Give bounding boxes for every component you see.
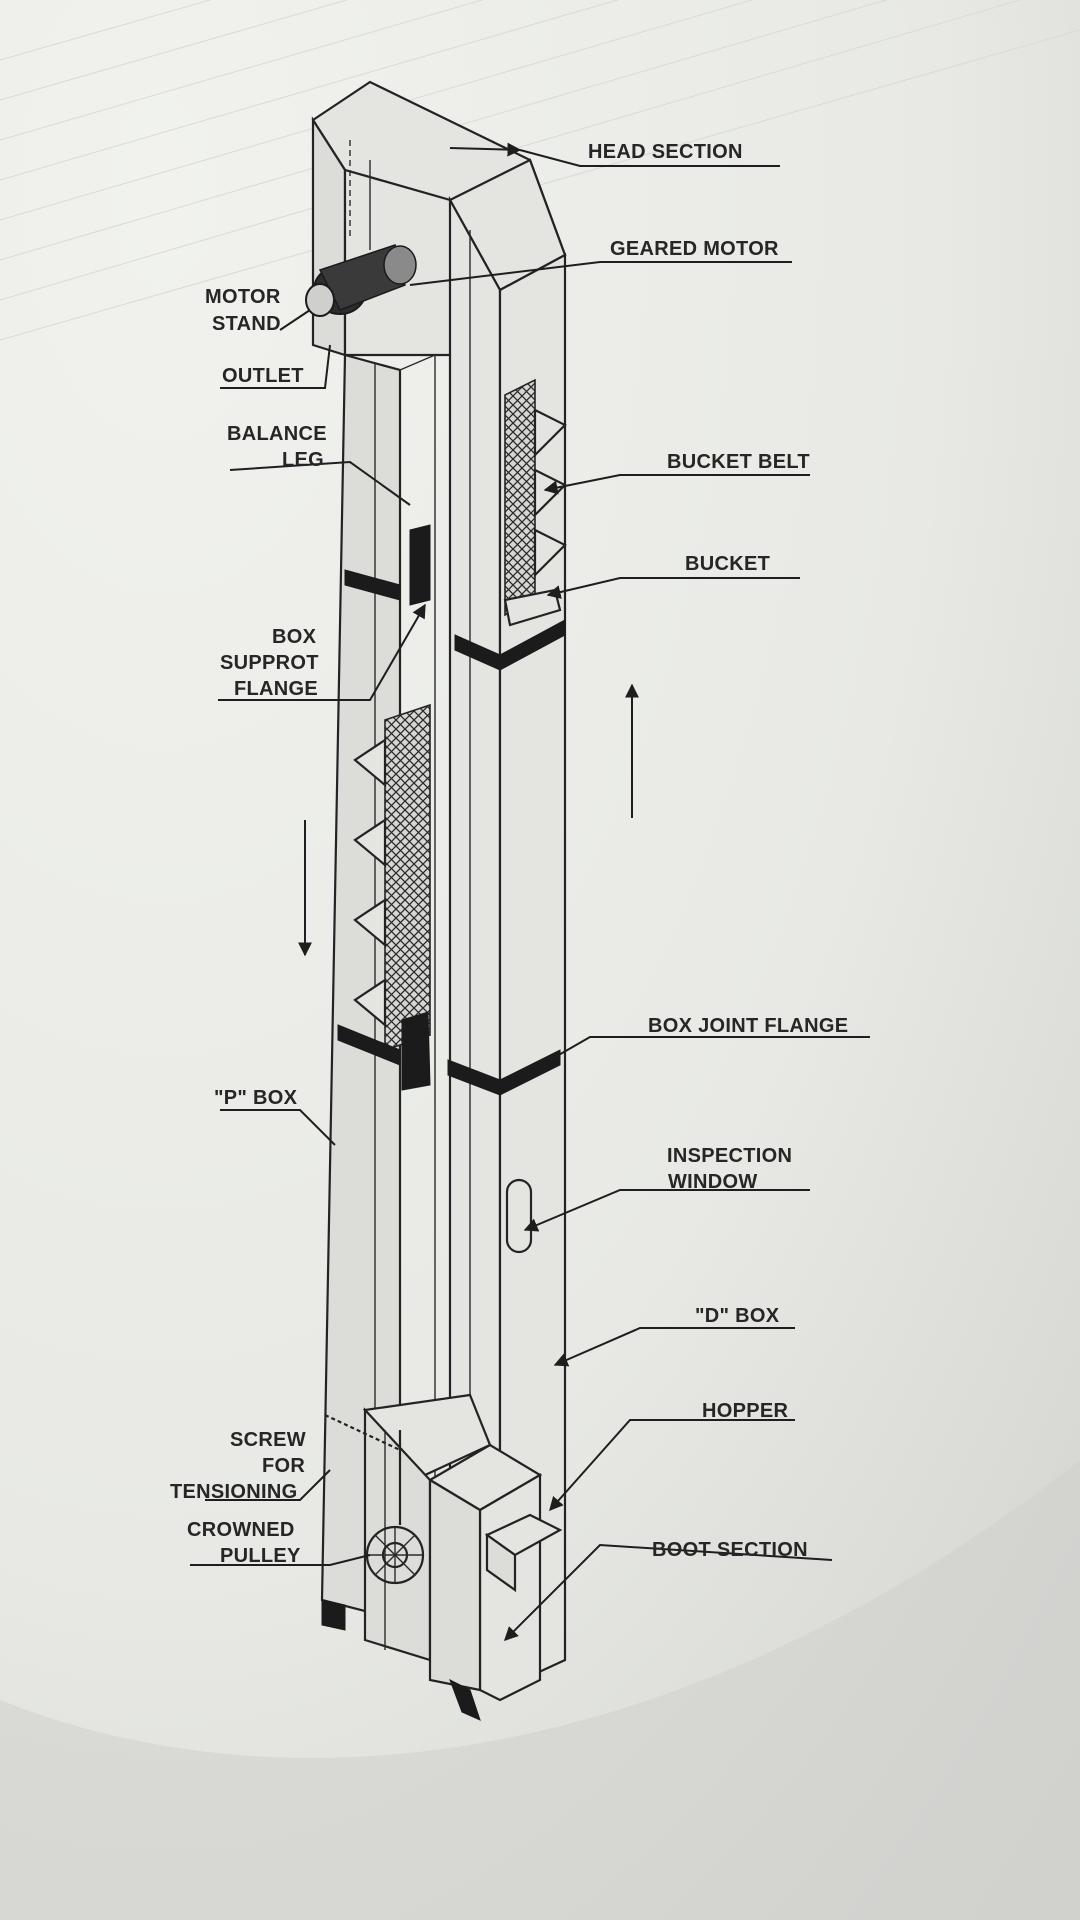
label-box-support-flange-2: SUPPROT	[220, 652, 319, 674]
inspection-window-shape	[505, 1178, 533, 1254]
outlet-leader	[220, 344, 331, 389]
foot-left	[321, 1599, 346, 1631]
boot-section-shape	[321, 1393, 563, 1721]
label-balance-leg-1: BALANCE	[227, 423, 327, 445]
bucket-belt-leader	[543, 474, 810, 495]
bucket-belt-shape	[503, 378, 567, 627]
page-shadow	[0, 1460, 1080, 1920]
upper-joint-flange	[454, 619, 566, 671]
label-screw-for-tensioning-1: SCREW	[230, 1429, 306, 1451]
label-p-box: "P" BOX	[214, 1087, 298, 1109]
d-box-leader	[553, 1327, 795, 1367]
p-box-buckets	[353, 703, 431, 1052]
label-screw-for-tensioning-2: FOR	[262, 1455, 305, 1477]
foot-right	[449, 1678, 481, 1721]
label-box-support-flange-3: FLANGE	[234, 678, 318, 700]
label-boot-section: BOOT SECTION	[652, 1539, 808, 1561]
label-head-section: HEAD SECTION	[588, 141, 743, 163]
leader-lines	[190, 142, 870, 1641]
inspection-window-leader	[523, 1189, 810, 1232]
d-box-joint-flange	[447, 1049, 561, 1096]
box-joint-flange-leader	[549, 1036, 870, 1061]
label-crowned-pulley-2: PULLEY	[220, 1545, 301, 1567]
hopper-leader	[549, 1419, 795, 1512]
balance-leg-leader	[229, 460, 411, 506]
label-geared-motor: GEARED MOTOR	[610, 238, 779, 260]
p-box-joint-block	[401, 1011, 431, 1091]
head-section-leader	[519, 149, 780, 167]
crowned-pulley-leader	[190, 1554, 371, 1566]
box-support-flange-shape	[344, 569, 401, 601]
label-bucket-belt: BUCKET BELT	[667, 451, 810, 473]
label-outlet: OUTLET	[222, 365, 304, 387]
motor-stand-leader	[279, 309, 311, 331]
label-crowned-pulley-1: CROWNED	[187, 1519, 295, 1541]
balance-leg-block	[409, 524, 431, 606]
p-box-leader	[220, 1109, 336, 1146]
label-motor-stand-1: MOTOR	[205, 286, 281, 308]
label-hopper: HOPPER	[702, 1400, 789, 1422]
label-box-support-flange-1: BOX	[272, 626, 317, 648]
geared-motor-leader	[409, 261, 792, 286]
label-inspection-window-2: WINDOW	[668, 1171, 758, 1193]
label-inspection-window-1: INSPECTION	[667, 1145, 792, 1167]
geared-motor-shape	[305, 244, 417, 317]
screw-for-tensioning-leader	[205, 1469, 331, 1501]
label-motor-stand-2: STAND	[212, 313, 281, 335]
labels: HEAD SECTION GEARED MOTOR MOTOR STAND OU…	[170, 141, 848, 1567]
label-bucket: BUCKET	[685, 553, 770, 575]
p-box-joint-flange	[337, 1024, 401, 1066]
label-balance-leg-2: LEG	[282, 449, 324, 471]
label-d-box: "D" BOX	[695, 1305, 780, 1327]
label-box-joint-flange: BOX JOINT FLANGE	[648, 1015, 848, 1037]
box-support-flange-leader	[218, 603, 426, 701]
elevator-body	[311, 80, 567, 1721]
bucket-leader	[546, 577, 800, 599]
boot-section-leader	[504, 1543, 833, 1641]
paper-lines	[0, 0, 1080, 341]
label-screw-for-tensioning-3: TENSIONING	[170, 1481, 297, 1503]
